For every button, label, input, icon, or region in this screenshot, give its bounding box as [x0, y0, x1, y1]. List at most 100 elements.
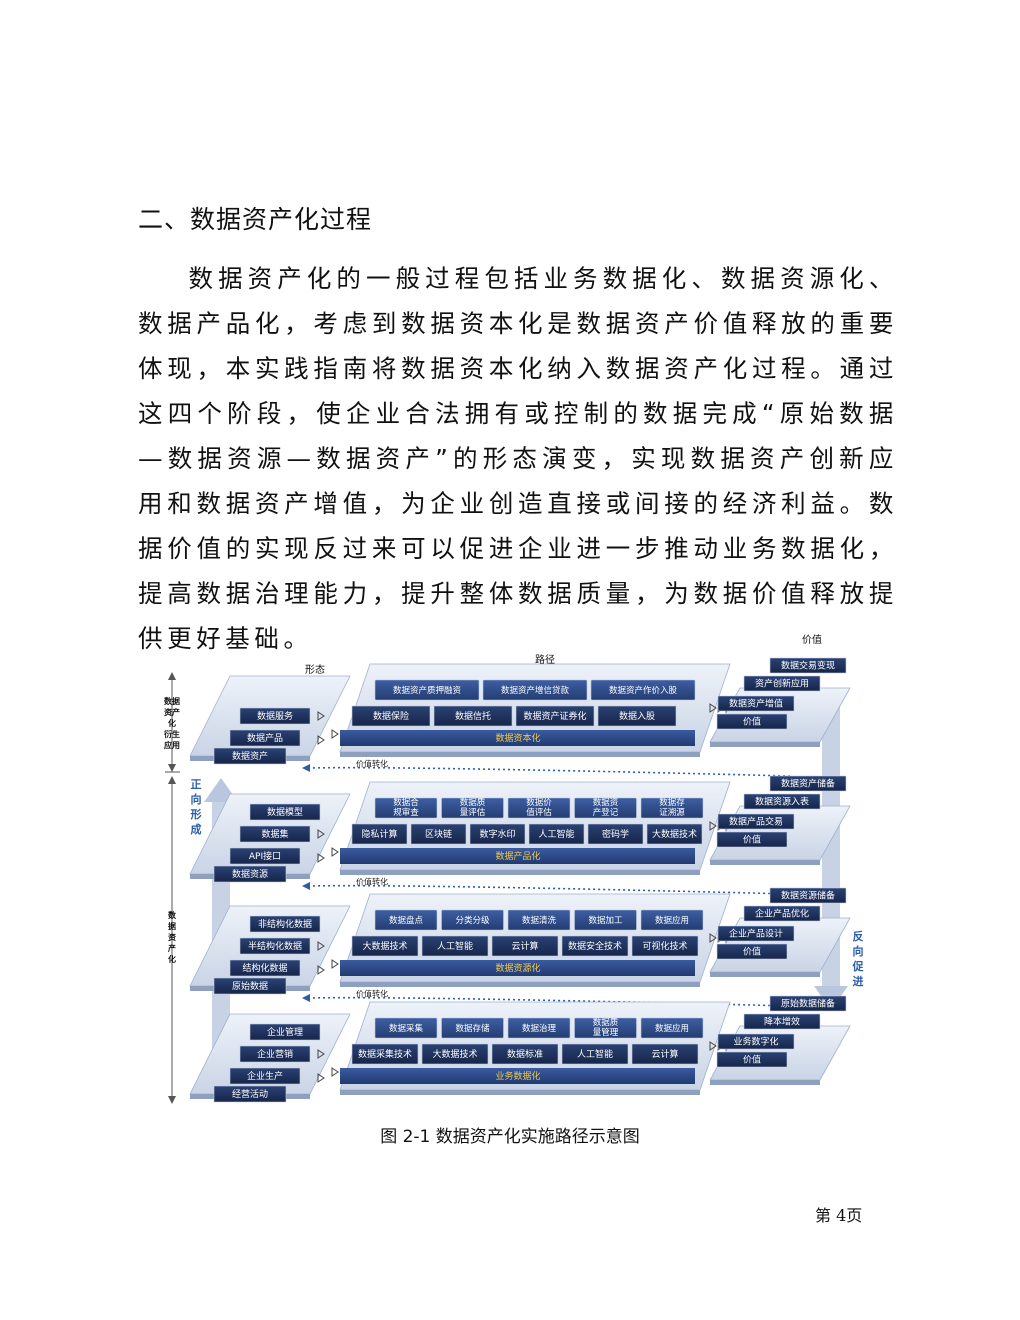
- tier2-path-band: [340, 848, 695, 864]
- tier2-path-bottom-3-box: [469, 823, 526, 845]
- tier4-path-top-5-box: [640, 1017, 704, 1039]
- tier1-path-platform-edge: [340, 752, 700, 757]
- tier2-path-bottom-4: 人工智能: [538, 828, 574, 840]
- tier1-value-item-3-box: [717, 695, 795, 712]
- tier2-path-top-2: 数据质量评估: [460, 797, 486, 818]
- tier1-value-base: 价值: [743, 716, 761, 728]
- tier2-path-platform-edge: [340, 870, 700, 875]
- tier1-path-bottom-3-box: [515, 705, 595, 727]
- tier2-form-item-3-box: [229, 847, 301, 865]
- tier1-path-top-2-box: [482, 679, 588, 701]
- tier2-path-bottom-6: 大数据技术: [652, 828, 697, 840]
- tier4-path-bottom-4-box: [561, 1043, 629, 1065]
- tier4-form-base: 经营活动: [232, 1088, 268, 1100]
- tier2-path-bottom-5-box: [587, 823, 644, 845]
- col-title-form: 形态: [305, 663, 325, 676]
- tier1-path-top-2: 数据资产增信贷款: [501, 685, 570, 696]
- tier3-form-base: 原始数据: [232, 980, 268, 992]
- figure-caption: 图 2-1 数据资产化实施路径示意图: [380, 1127, 640, 1147]
- page-number: 第 4页: [815, 1206, 863, 1225]
- section-heading: 二、数据资产化过程: [138, 205, 373, 234]
- tier4-value-platform-edge: [710, 1080, 820, 1085]
- tier3-path-top-4-box: [574, 909, 637, 931]
- tier3-value-item-2-box: [743, 905, 821, 922]
- tier2-value-item-3-box: [717, 813, 795, 830]
- tier4-path-bottom-2: 大数据技术: [432, 1048, 477, 1060]
- tier3-value-item-3: 企业产品设计: [729, 928, 783, 940]
- tier2-form-item-1: 数据模型: [267, 806, 303, 818]
- tier1-value-item-1-box: [769, 657, 847, 674]
- tier1-form-item-1-box: [239, 707, 311, 725]
- tier3-value-platform-edge: [710, 972, 820, 977]
- tier1-path-bottom-1: 数据保险: [373, 710, 409, 722]
- tier3-path-top-4: 数据加工: [588, 915, 623, 926]
- tier4-value-item-2: 降本增效: [764, 1016, 800, 1028]
- tier2-value-platform-edge: [710, 860, 820, 865]
- tier4-value-base-box: [716, 1051, 788, 1068]
- tier4-path-bottom-1: 数据采集技术: [358, 1048, 412, 1060]
- col-title-path: 路径: [535, 653, 555, 666]
- tier4-value-item-3-box: [717, 1033, 795, 1050]
- tier1-chevron-a-icon: [317, 711, 325, 721]
- tier1-path-top-3: 数据资产作价入股: [609, 685, 678, 696]
- tier2-form-item-1-box: [249, 803, 321, 821]
- tier2-path-bottom-2: 区块链: [425, 828, 452, 840]
- tier4-path-platform-edge: [340, 1090, 700, 1095]
- tier4-path-top-3-box: [507, 1017, 571, 1039]
- tier3-form-item-1-box: [249, 915, 321, 933]
- tier2-form-item-2-box: [239, 825, 311, 843]
- tier4-path-top-2: 数据存储: [455, 1023, 490, 1034]
- tier1-path-top-1-box: [374, 679, 480, 701]
- paragraph-text: 数据资产化的一般过程包括业务数据化、数据资源化、数据产品化，考虑到数据资本化是数…: [138, 264, 898, 653]
- tier4-form-item-3: 企业生产: [247, 1070, 283, 1082]
- tier3-path-bottom-5: 可视化技术: [642, 940, 687, 952]
- tier3-value-item-1: 数据资源储备: [781, 890, 835, 902]
- tier1-form-item-2-box: [229, 729, 301, 747]
- tier1-path-name: 数据资本化: [495, 732, 540, 744]
- tier2-path-bottom-5: 密码学: [602, 828, 629, 840]
- tier1-conversion-label: 价值转化: [356, 759, 388, 769]
- tier3-chevron-c-icon: [331, 959, 339, 969]
- tier2-path-top-3-box: [507, 797, 571, 819]
- tier2-value-base: 价值: [743, 834, 761, 846]
- tier1-path-bottom-2: 数据信托: [455, 710, 491, 722]
- diagram-svg: 形态路径价值数据资产化衍生应用数据资产化正向形成反向促进数据服务数据产品数据资产…: [163, 633, 865, 1104]
- tier1-form-base: 数据资产: [232, 750, 268, 762]
- tier2-conversion-arrowhead: [302, 882, 310, 890]
- side-label-bottom: 数据资产化: [168, 910, 177, 964]
- tier4-form-item-2-box: [239, 1045, 311, 1063]
- tier3-path-bottom-5-box: [631, 935, 699, 957]
- tier1-path-bottom-4: 数据入股: [619, 710, 655, 722]
- tier2-path-top-4-box: [574, 797, 637, 819]
- tier2-form-base-box: [213, 865, 287, 883]
- tier4-value-item-3: 业务数字化: [733, 1036, 778, 1048]
- tier4-chevron-a-icon: [317, 1049, 325, 1059]
- tier2-path-bottom-4-box: [528, 823, 585, 845]
- tier2-value-item-2: 数据资源入表: [755, 796, 809, 808]
- tier3-form-item-2: 半结构化数据: [248, 940, 302, 952]
- col-title-value: 价值: [802, 633, 822, 646]
- tier2-conversion-curve: [307, 884, 791, 895]
- tier2-chevron-c-icon: [331, 847, 339, 857]
- tier3-flow-1-icon: [709, 933, 717, 943]
- tier1-value-item-1: 数据交易变现: [781, 660, 835, 672]
- tier2-path-bottom-3: 数字水印: [479, 828, 515, 840]
- tier3-value-base-box: [716, 943, 788, 960]
- tier3-path-platform-edge: [340, 982, 700, 987]
- tier1-value-item-2: 资产创新应用: [755, 678, 809, 690]
- tier1-path-top-1: 数据资产质押融资: [393, 685, 462, 696]
- tier1-form-base-box: [213, 747, 287, 765]
- tier4-path-top-4-box: [574, 1017, 637, 1039]
- tier4-value-item-1: 原始数据储备: [781, 998, 835, 1010]
- tier3-form-item-3-box: [229, 959, 301, 977]
- tier1-value-platform-edge: [710, 742, 820, 747]
- tier3-form-item-3: 结构化数据: [242, 962, 287, 974]
- tier2-form-base: 数据资源: [232, 868, 268, 880]
- tier2-flow-1-icon: [709, 821, 717, 831]
- tier4-form-item-2: 企业营销: [257, 1048, 293, 1060]
- tier4-path-top-3: 数据治理: [522, 1023, 557, 1034]
- tier3-form-base-box: [213, 977, 287, 995]
- tier4-path-top-2-box: [441, 1017, 504, 1039]
- tier1-path-bottom-3: 数据资产证券化: [523, 710, 586, 722]
- tier2-chevron-a-icon: [317, 829, 325, 839]
